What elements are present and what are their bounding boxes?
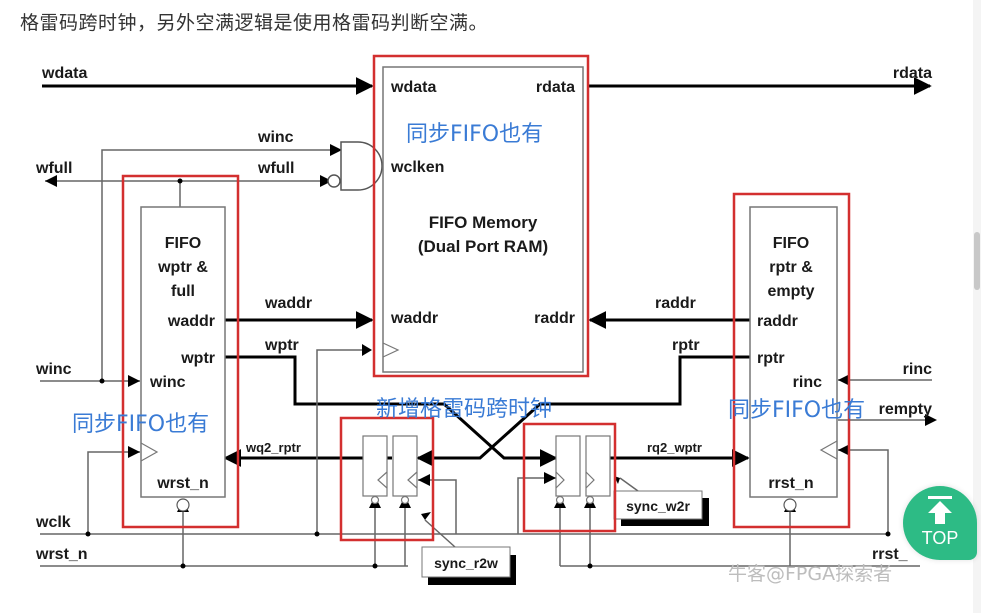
label-wrst-n: wrst_n <box>35 546 88 563</box>
write-ptr-full-block <box>140 206 226 512</box>
intro-text: 格雷码跨时钟，另外空满逻辑是使用格雷码判断空满。 <box>20 12 489 34</box>
label-waddr-bus: waddr <box>264 295 312 312</box>
label-wfull-gate: wfull <box>257 160 294 177</box>
mem-port-waddr: waddr <box>390 310 438 327</box>
scrollbar[interactable] <box>973 0 981 613</box>
highlight-boxes <box>121 54 851 542</box>
fifo-memory-block <box>382 66 584 373</box>
anno-memory: 同步FIFO也有 <box>406 122 543 147</box>
back-to-top-button[interactable]: TOP <box>903 486 977 560</box>
anno-read: 同步FIFO也有 <box>728 398 865 423</box>
sync-w2r-label: sync_w2r <box>626 498 690 514</box>
read-block-labels: FIFO rptr & empty raddr rptr rinc rrst_n <box>757 235 822 492</box>
annotations: 同步FIFO也有 同步FIFO也有 同步FIFO也有 新增格雷码跨时钟 <box>72 122 865 437</box>
highlight-memory <box>372 54 590 378</box>
label-rinc-in: rinc <box>903 361 932 378</box>
rblk-title-1: FIFO <box>773 235 809 252</box>
rblk-port-rinc: rinc <box>793 374 822 391</box>
signal-labels: wdata rdata winc wfull wfull winc waddr … <box>35 65 932 563</box>
memory-labels: wdata rdata wclken FIFO Memory (Dual Por… <box>390 79 575 327</box>
clock-triangle-icon <box>382 342 400 358</box>
clock-triangle-icon <box>819 440 838 460</box>
wptr-bus <box>225 355 750 467</box>
sync-w2r-flops <box>555 435 611 505</box>
label-winc-gate: winc <box>257 129 294 146</box>
rblk-port-rptr: rptr <box>757 350 785 367</box>
label-raddr-bus: raddr <box>655 295 696 312</box>
sync-r2w-flops <box>362 435 418 505</box>
highlight-write-block <box>121 174 240 529</box>
label-wdata-in: wdata <box>41 65 87 82</box>
sync-r2w-callout: sync_r2w <box>421 546 516 585</box>
mem-port-wdata: wdata <box>390 79 436 96</box>
inverter-bubble <box>327 174 341 188</box>
mem-title-2: (Dual Port RAM) <box>418 237 548 256</box>
label-rptr-bus: rptr <box>672 337 700 354</box>
mem-title-1: FIFO Memory <box>429 213 538 232</box>
label-rq2-wptr: rq2_wptr <box>647 440 702 455</box>
rblk-port-raddr: raddr <box>757 313 798 330</box>
label-rdata-out: rdata <box>893 65 932 82</box>
mem-port-raddr: raddr <box>534 310 575 327</box>
junction-dots <box>85 178 891 569</box>
label-wfull-out: wfull <box>35 160 72 177</box>
clock-triangle-icon <box>140 442 159 462</box>
label-wq2-rptr: wq2_rptr <box>245 440 301 455</box>
rblk-title-3: empty <box>767 283 814 300</box>
wblk-title-3: full <box>171 283 195 300</box>
mem-port-rdata: rdata <box>536 79 575 96</box>
highlight-sync-r2w <box>339 416 435 542</box>
rblk-title-2: rptr & <box>769 259 813 276</box>
label-rempty-out: rempty <box>879 401 932 418</box>
label-rrst-n: rrst_ <box>872 546 909 563</box>
watermark: 牛客@FPGA探索者 <box>728 563 892 585</box>
wblk-port-wrst-n: wrst_n <box>156 475 209 492</box>
anno-write: 同步FIFO也有 <box>72 412 209 437</box>
rblk-port-rrst-n: rrst_n <box>768 475 813 492</box>
highlight-read-block <box>732 192 851 529</box>
wblk-port-wptr: wptr <box>180 350 215 367</box>
label-wclk: wclk <box>35 514 71 531</box>
write-block-labels: FIFO wptr & full waddr wptr winc wrst_n <box>149 235 215 492</box>
highlight-sync-w2r <box>522 422 617 533</box>
anno-gray-sync: 新增格雷码跨时钟 <box>376 397 552 422</box>
control-wires <box>40 149 935 567</box>
wblk-title-1: FIFO <box>165 235 201 252</box>
back-to-top-label: TOP <box>921 528 959 548</box>
label-winc-in: winc <box>35 361 72 378</box>
arrow-up-icon <box>928 496 952 524</box>
scrollbar-thumb[interactable] <box>974 232 980 290</box>
wblk-title-2: wptr & <box>157 259 208 276</box>
label-wptr-bus: wptr <box>264 337 299 354</box>
sync-w2r-callout: sync_w2r <box>613 490 709 526</box>
sync-r2w-label: sync_r2w <box>434 555 498 571</box>
wblk-port-waddr: waddr <box>167 313 215 330</box>
read-ptr-empty-block <box>749 206 838 512</box>
wblk-port-winc: winc <box>149 374 186 391</box>
mem-port-wclken: wclken <box>390 159 444 176</box>
